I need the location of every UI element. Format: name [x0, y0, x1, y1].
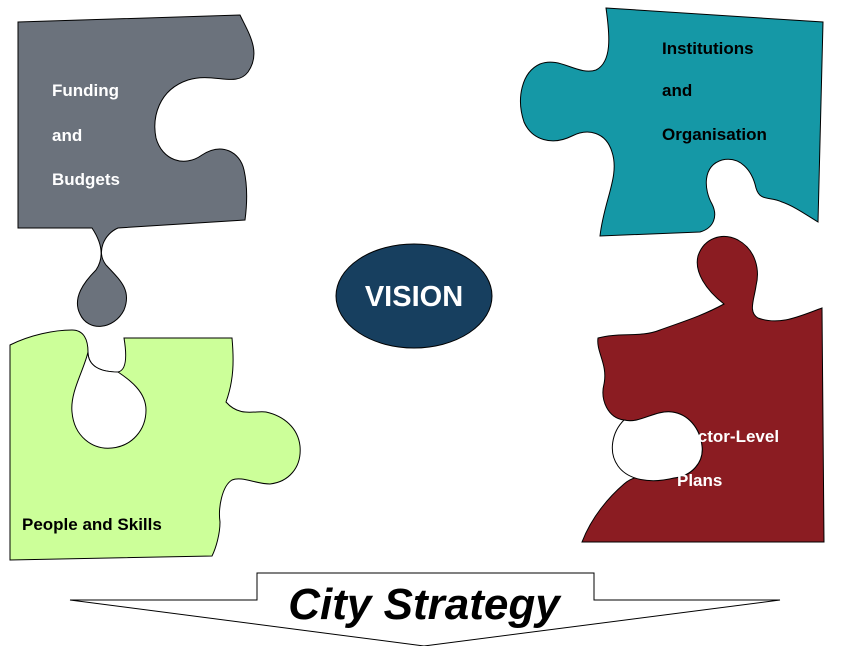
funding-label-line-2: and [52, 126, 82, 145]
puzzle-piece-people: People and Skills [9, 329, 301, 561]
sector-label-line-1: Sector-Level [677, 427, 779, 446]
funding-label-line-3: Budgets [52, 170, 120, 189]
institutions-label-line-1: Institutions [662, 39, 754, 58]
puzzle-shape-funding [17, 14, 255, 327]
puzzle-piece-sector: Sector-Level Plans [581, 236, 825, 543]
vision-ellipse [335, 243, 493, 349]
vision-node: VISION [335, 243, 493, 349]
strategy-arrow-shape [69, 572, 781, 646]
people-socket [71, 351, 147, 449]
puzzle-piece-institutions: Institutions and Organisation [520, 7, 824, 237]
puzzle-shape-institutions [520, 7, 824, 237]
puzzle-shape-sector [581, 236, 825, 543]
institutions-label-line-2: and [662, 81, 692, 100]
vision-label: VISION [365, 281, 463, 313]
sector-socket [611, 411, 703, 482]
sector-label-line-2: Plans [677, 471, 722, 490]
strategy-label: City Strategy [288, 580, 562, 629]
funding-label-line-1: Funding [52, 81, 119, 100]
puzzle-piece-funding: Funding and Budgets [17, 14, 255, 327]
people-label: People and Skills [22, 515, 162, 534]
city-strategy-arrow: City Strategy [69, 572, 781, 646]
institutions-label-line-3: Organisation [662, 125, 767, 144]
